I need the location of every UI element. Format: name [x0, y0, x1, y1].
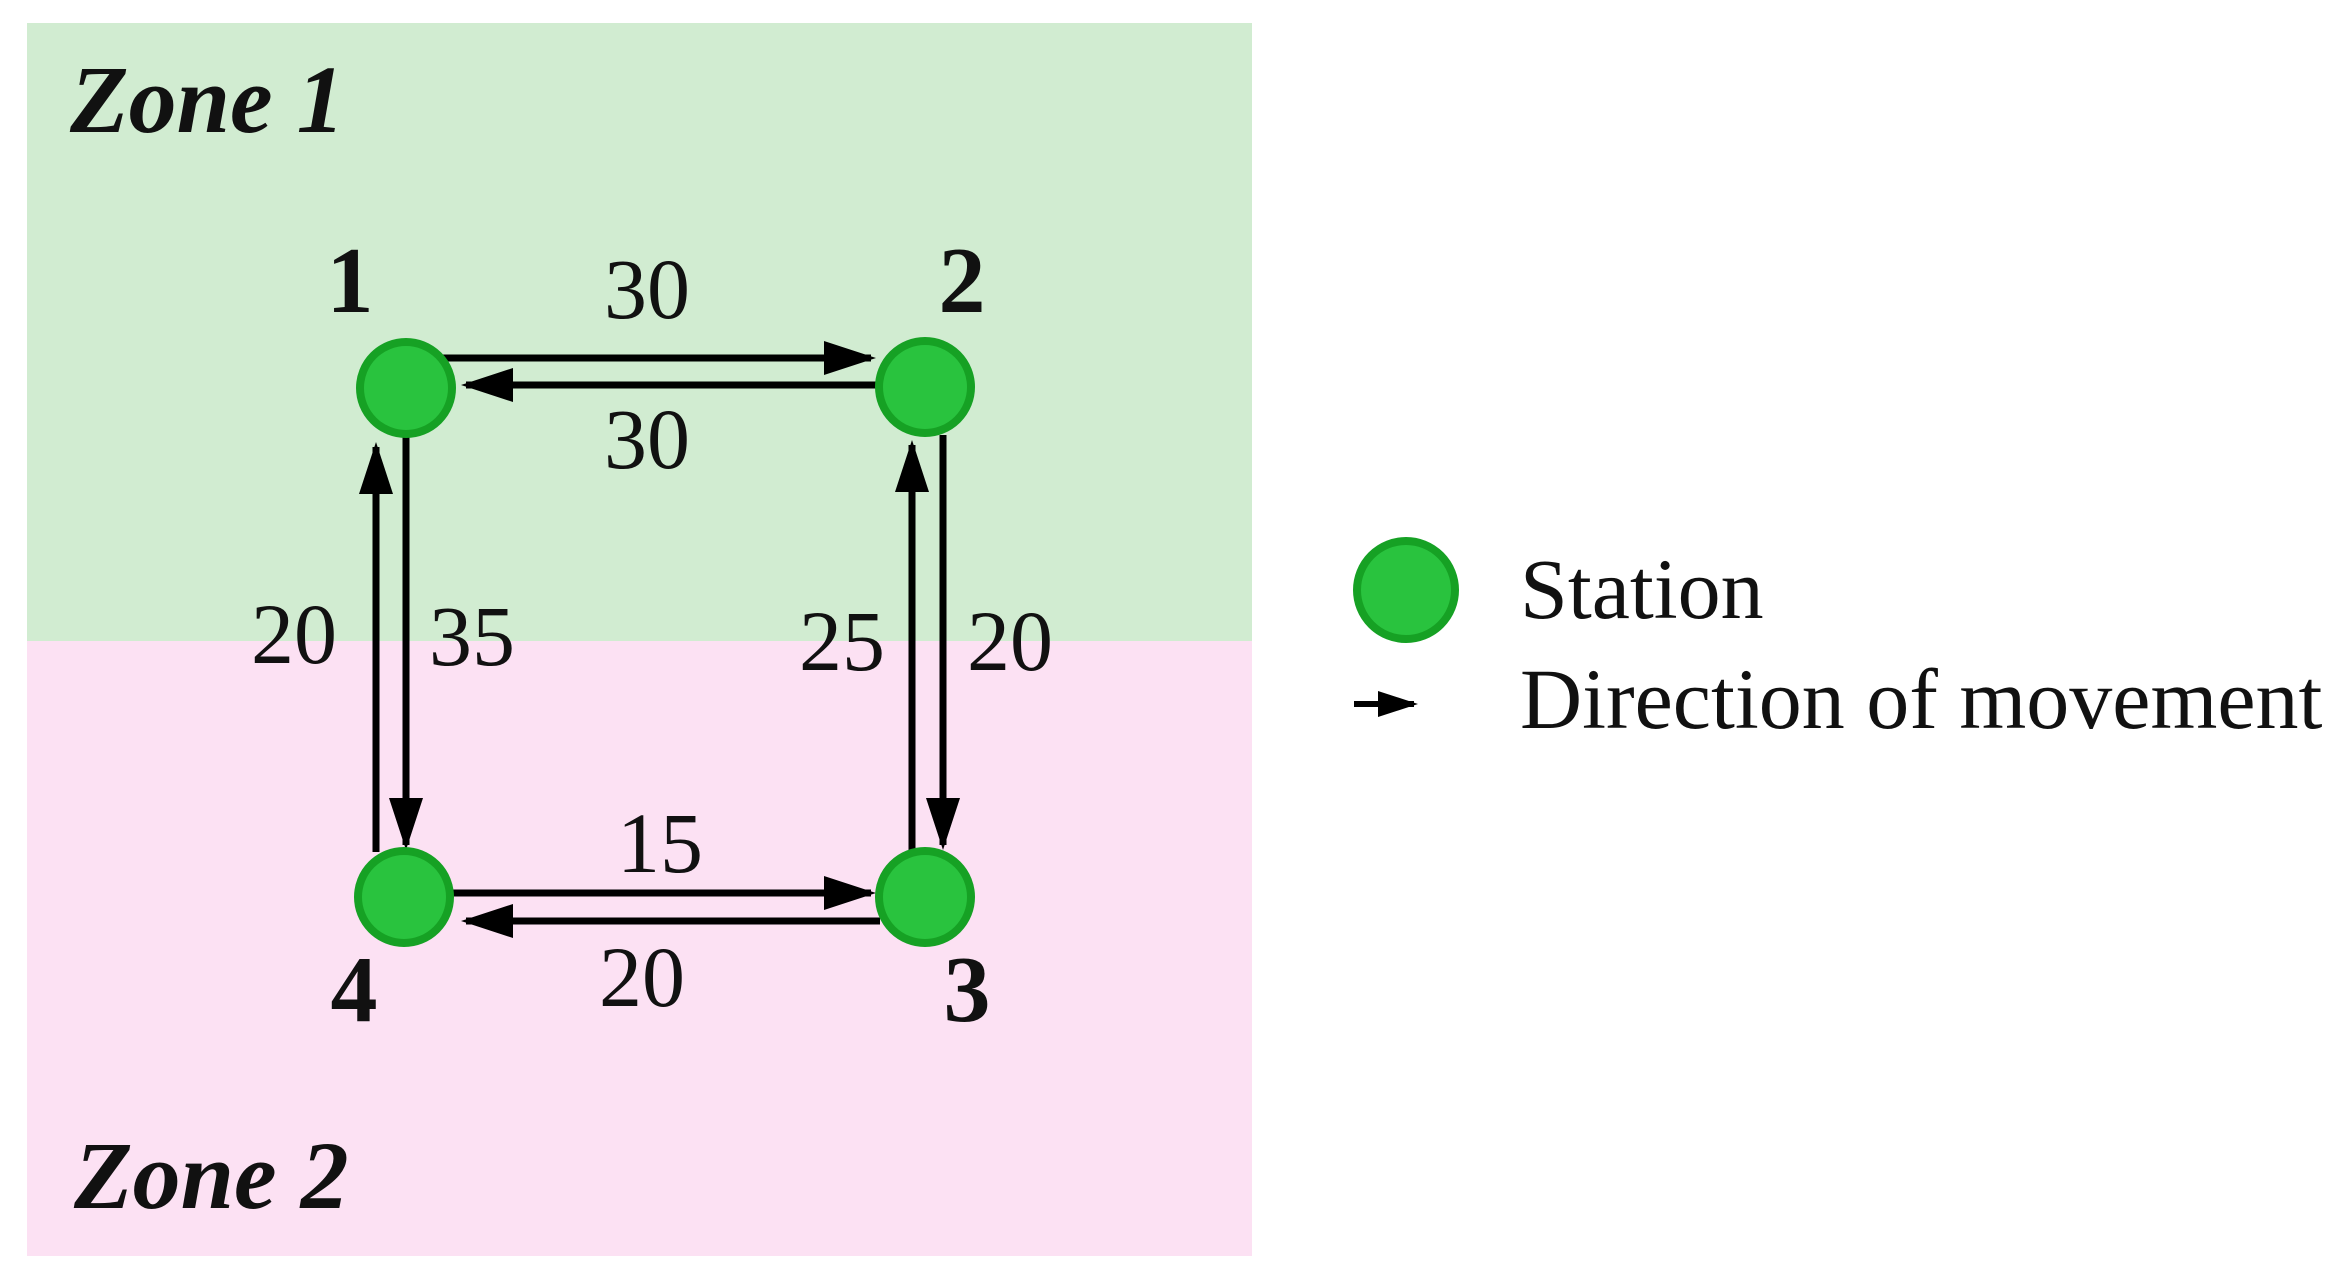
legend-station-icon	[1353, 537, 1459, 643]
station-3-label: 3	[944, 938, 991, 1042]
station-4-label: 4	[331, 938, 378, 1042]
edge-1-to-2-weight: 30	[604, 241, 690, 337]
station-4-node	[354, 847, 454, 947]
legend-direction-label: Direction of movement	[1520, 651, 2323, 747]
station-2-node	[875, 337, 975, 437]
edges-group	[359, 341, 960, 938]
zone-1-label: Zone 1	[69, 46, 345, 153]
station-labels-group: 1 2 3 4	[327, 229, 991, 1042]
station-1-node	[356, 338, 456, 438]
zone-2-region	[27, 641, 1252, 1256]
zone-1-region	[27, 23, 1252, 641]
edge-3-to-4-weight: 20	[599, 929, 685, 1025]
legend-station-label: Station	[1520, 541, 1764, 637]
zone-2-label: Zone 2	[73, 1122, 349, 1229]
legend: Station Direction of movement	[1353, 537, 2323, 747]
station-2-label: 2	[939, 229, 986, 333]
station-1-label: 1	[327, 229, 374, 333]
edge-2-to-3-weight: 20	[967, 593, 1053, 689]
edge-3-to-2-weight: 25	[799, 593, 885, 689]
station-3-node	[875, 847, 975, 947]
stations-group	[354, 337, 975, 947]
edge-4-to-3-weight: 15	[617, 795, 703, 891]
edge-4-to-1-weight: 20	[251, 586, 337, 682]
edge-2-to-1-weight: 30	[604, 391, 690, 487]
edge-1-to-4-weight: 35	[429, 588, 515, 684]
edge-weights-group: 30 30 20 35 25 20 15 20	[251, 241, 1053, 1025]
